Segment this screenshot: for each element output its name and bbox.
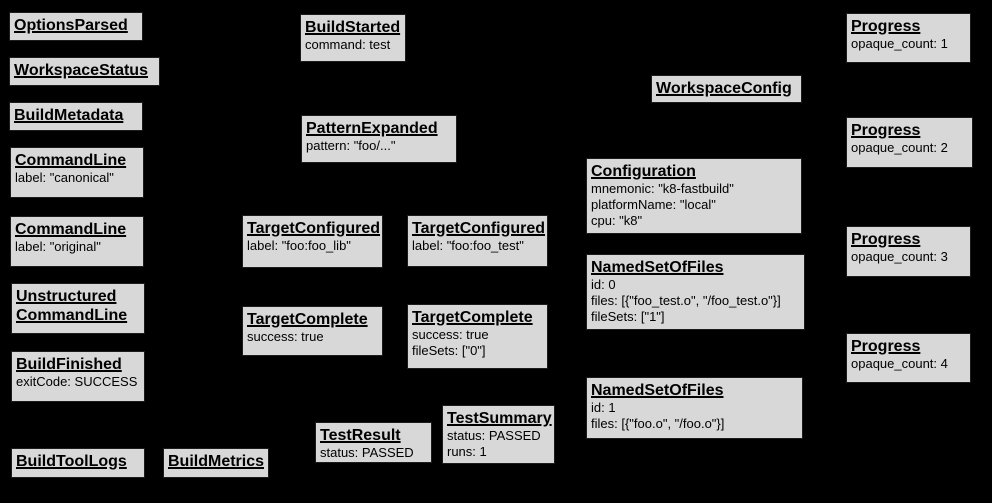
node-title: Progress [851,18,921,35]
node-detail-line: platformName: "local" [591,197,716,212]
node-title: TargetConfigured [412,220,546,237]
node-detail-line: success: true [247,329,324,344]
node-title: OptionsParsed [14,17,128,34]
node-progress-2: Progress opaque_count: 2 [846,117,973,168]
node-title: BuildStarted [305,19,401,36]
node-title: TargetComplete [412,309,533,326]
node-detail-line: label: "foo:foo_test" [412,238,524,253]
node-detail-line: runs: 1 [447,444,487,459]
node-test-summary: TestSummary status: PASSED runs: 1 [442,405,555,464]
node-workspace-config: WorkspaceConfig [651,75,802,103]
node-detail-line: opaque_count: 1 [851,36,948,51]
node-detail-line: label: "original" [15,239,101,254]
node-build-metrics: BuildMetrics [163,448,269,478]
node-detail-line: id: 0 [591,277,616,292]
node-title: WorkspaceStatus [14,62,148,79]
node-title: TargetConfigured [247,220,381,237]
node-detail-line: exitCode: SUCCESS [16,374,138,389]
node-detail-line: opaque_count: 2 [851,140,948,155]
node-detail-line: label: "canonical" [15,170,114,185]
node-command-line-canonical: CommandLine label: "canonical" [10,147,144,198]
node-title: NamedSetOfFiles [591,382,724,399]
node-title: BuildToolLogs [16,453,127,470]
node-title: Progress [851,122,921,139]
node-title: BuildMetrics [168,453,265,470]
node-pattern-expanded: PatternExpanded pattern: "foo/..." [301,115,457,163]
node-detail-line: fileSets: ["1"] [591,309,665,324]
node-title: Progress [851,338,921,355]
node-build-tool-logs: BuildToolLogs [11,448,145,478]
node-title: TestResult [320,427,401,444]
node-target-complete-foo-test: TargetComplete success: true fileSets: [… [407,304,548,369]
node-detail-line: command: test [305,37,391,52]
node-detail-line: files: [{"foo_test.o", "/foo_test.o"}] [591,293,781,308]
node-unstructured-command-line: Unstructured CommandLine [11,283,145,334]
node-build-started: BuildStarted command: test [300,14,406,62]
node-progress-4: Progress opaque_count: 4 [846,333,971,383]
node-progress-3: Progress opaque_count: 3 [846,226,971,277]
node-title: PatternExpanded [306,120,438,137]
node-detail-line: status: PASSED [320,445,414,460]
node-target-configured-foo-lib: TargetConfigured label: "foo:foo_lib" [242,215,383,268]
node-target-configured-foo-test: TargetConfigured label: "foo:foo_test" [407,215,548,267]
node-detail-line: cpu: "k8" [591,213,643,228]
node-detail-line: status: PASSED [447,428,541,443]
node-title: TargetComplete [247,311,368,328]
node-named-set-of-files-1: NamedSetOfFiles id: 1 files: [{"foo.o", … [586,377,803,439]
node-detail-line: pattern: "foo/..." [306,138,396,153]
node-detail-line: opaque_count: 4 [851,356,948,371]
node-detail-line: fileSets: ["0"] [412,343,486,358]
node-title: BuildMetadata [14,107,124,124]
node-build-finished: BuildFinished exitCode: SUCCESS [11,351,145,402]
node-build-metadata: BuildMetadata [9,102,143,131]
node-configuration: Configuration mnemonic: "k8-fastbuild" p… [586,158,802,234]
node-title: CommandLine [15,221,127,238]
node-detail-line: opaque_count: 3 [851,249,948,264]
node-detail-line: success: true [412,327,489,342]
node-title: Unstructured CommandLine [16,288,128,324]
node-target-complete-foo-lib: TargetComplete success: true [242,306,383,356]
node-progress-1: Progress opaque_count: 1 [846,13,971,63]
node-detail-line: files: [{"foo.o", "/foo.o"}] [591,416,725,431]
node-title: CommandLine [15,152,127,169]
node-test-result: TestResult status: PASSED [315,422,432,463]
node-title: Progress [851,231,921,248]
node-title: TestSummary [447,410,552,427]
node-command-line-original: CommandLine label: "original" [10,216,144,267]
node-workspace-status: WorkspaceStatus [9,57,160,86]
node-options-parsed: OptionsParsed [9,12,143,41]
node-title: NamedSetOfFiles [591,259,724,276]
node-title: WorkspaceConfig [656,80,792,97]
node-detail-line: mnemonic: "k8-fastbuild" [591,181,734,196]
node-title: Configuration [591,163,696,180]
node-detail-line: label: "foo:foo_lib" [247,238,351,253]
node-named-set-of-files-0: NamedSetOfFiles id: 0 files: [{"foo_test… [586,254,805,330]
node-title: BuildFinished [16,356,122,373]
node-detail-line: id: 1 [591,400,616,415]
